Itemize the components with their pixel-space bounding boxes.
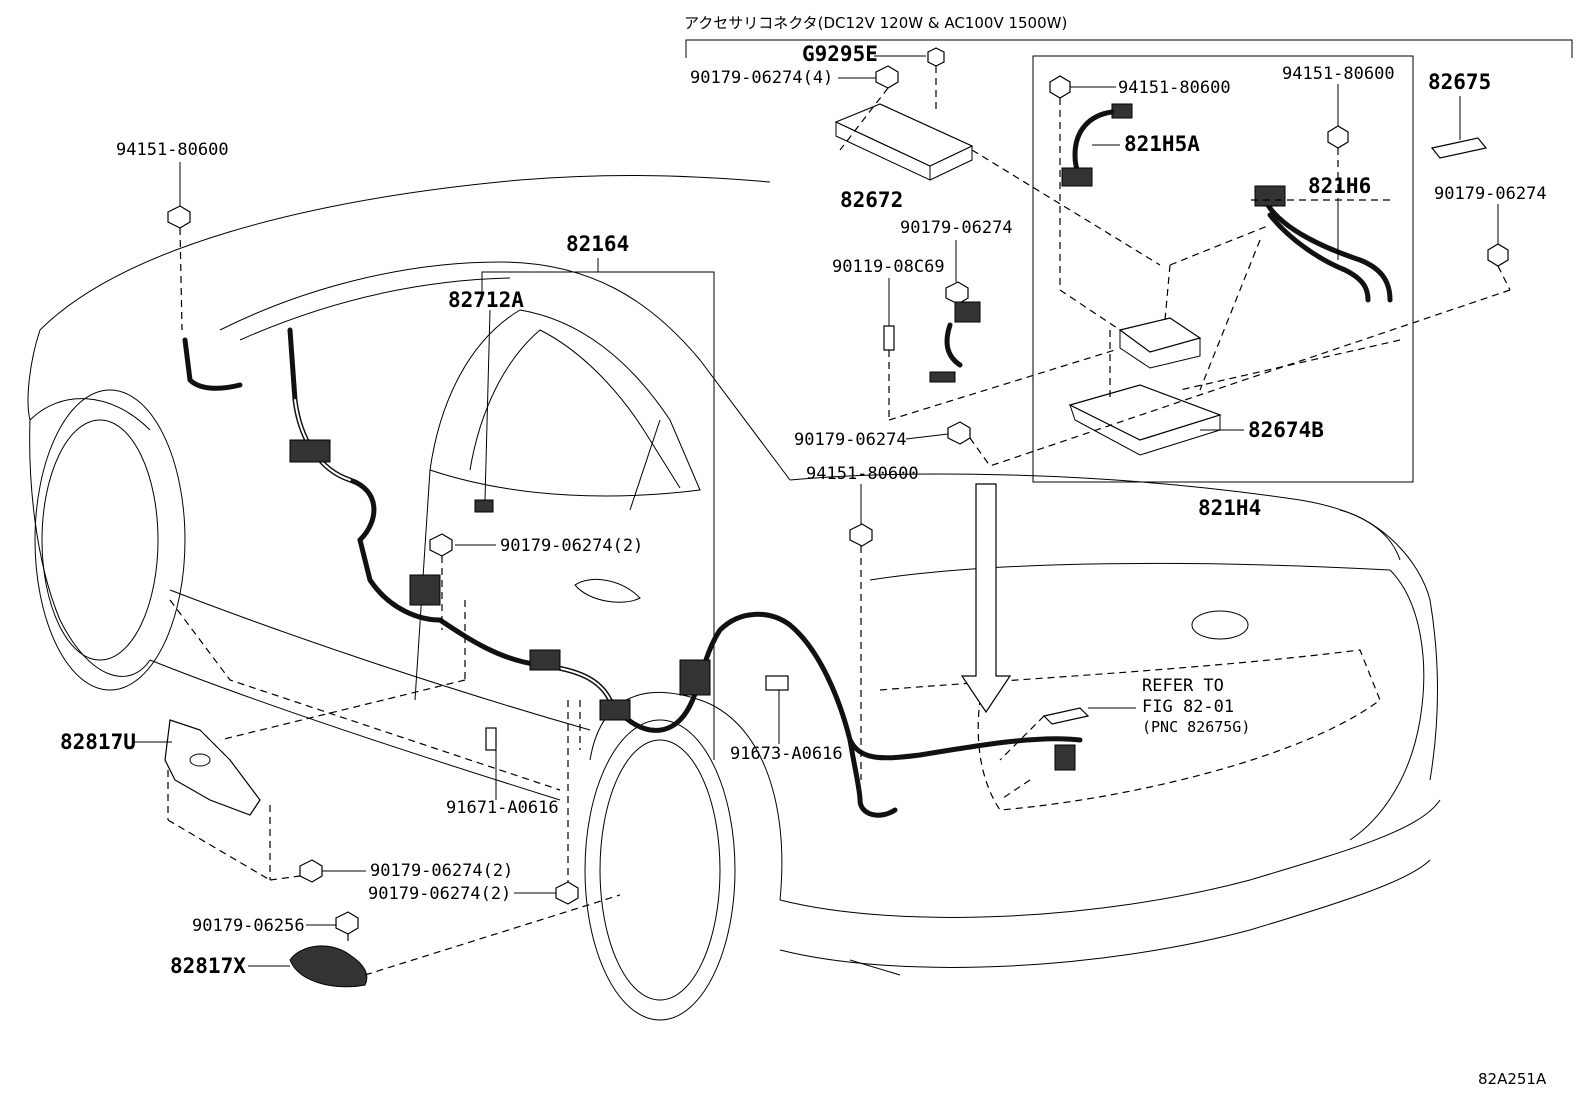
main-wire-harness	[182, 327, 1083, 818]
part-label-82817u: 82817U	[60, 730, 136, 754]
part-label-91671-a0616: 91671-A0616	[446, 798, 559, 818]
part-label-82817x: 82817X	[170, 954, 246, 978]
part-label-821h4: 821H4	[1198, 496, 1262, 520]
bracket-82672	[834, 103, 974, 181]
direction-arrow	[960, 483, 1012, 714]
part-label-82672: 82672	[840, 188, 904, 212]
vehicle-body-outline	[27, 175, 1441, 1021]
part-label-90119-08c69: 90119-08C69	[832, 257, 945, 277]
part-label-90179-06274-2-b: 90179-06274(2)	[368, 884, 512, 904]
connector-821h5a	[1061, 103, 1133, 187]
part-label-90179-06274-2-a: 90179-06274(2)	[370, 861, 514, 881]
assembly-821h4-box	[1032, 55, 1414, 483]
assembly-82164-bracket	[481, 258, 715, 760]
dashed-connection-lines	[167, 66, 1511, 976]
part-label-90179-06274-4: 90179-06274(4)	[690, 68, 834, 88]
fastener-parts	[167, 47, 1509, 935]
part-label-94151-80600-box-b: 94151-80600	[1282, 64, 1395, 84]
part-label-821h5a: 821H5A	[1124, 132, 1200, 156]
part-label-g9295e: G9295E	[802, 42, 878, 66]
figure-code: 82A251A	[1478, 1070, 1547, 1088]
reference-note-line2: FIG 82-01	[1142, 697, 1235, 717]
part-label-90179-06274-2-mid: 90179-06274(2)	[500, 536, 644, 556]
reference-note-line1: REFER TO	[1142, 676, 1224, 696]
bracket-82817u	[164, 719, 261, 816]
connector-821h6	[1254, 185, 1393, 303]
part-label-82712a: 82712A	[448, 288, 524, 312]
part-label-90179-06256: 90179-06256	[192, 916, 305, 936]
leader-lines	[132, 55, 1499, 967]
accessory-connector-header: アクセサリコネクタ(DC12V 120W & AC100V 1500W)	[684, 14, 1068, 32]
reference-note-line3: (PNC 82675G)	[1142, 718, 1251, 736]
socket-harness	[929, 301, 981, 383]
part-label-82675: 82675	[1428, 70, 1492, 94]
clamp-82817x	[289, 945, 368, 988]
part-label-90179-06274-center: 90179-06274	[794, 430, 907, 450]
plate-82675	[1042, 137, 1488, 725]
part-label-91673-a0616: 91673-A0616	[730, 744, 843, 764]
part-label-90179-06274-upper: 90179-06274	[900, 218, 1013, 238]
part-label-94151-80600-center: 94151-80600	[806, 464, 919, 484]
part-label-82674b: 82674B	[1248, 418, 1324, 442]
part-label-94151-80600-left: 94151-80600	[116, 140, 229, 160]
part-label-94151-80600-box-a: 94151-80600	[1118, 78, 1231, 98]
accessory-connector-bracket	[685, 39, 1573, 58]
bracket-82674b	[1068, 317, 1222, 456]
part-label-821h6: 821H6	[1308, 174, 1372, 198]
part-label-82164: 82164	[566, 232, 630, 256]
part-label-90179-06274-right: 90179-06274	[1434, 184, 1547, 204]
